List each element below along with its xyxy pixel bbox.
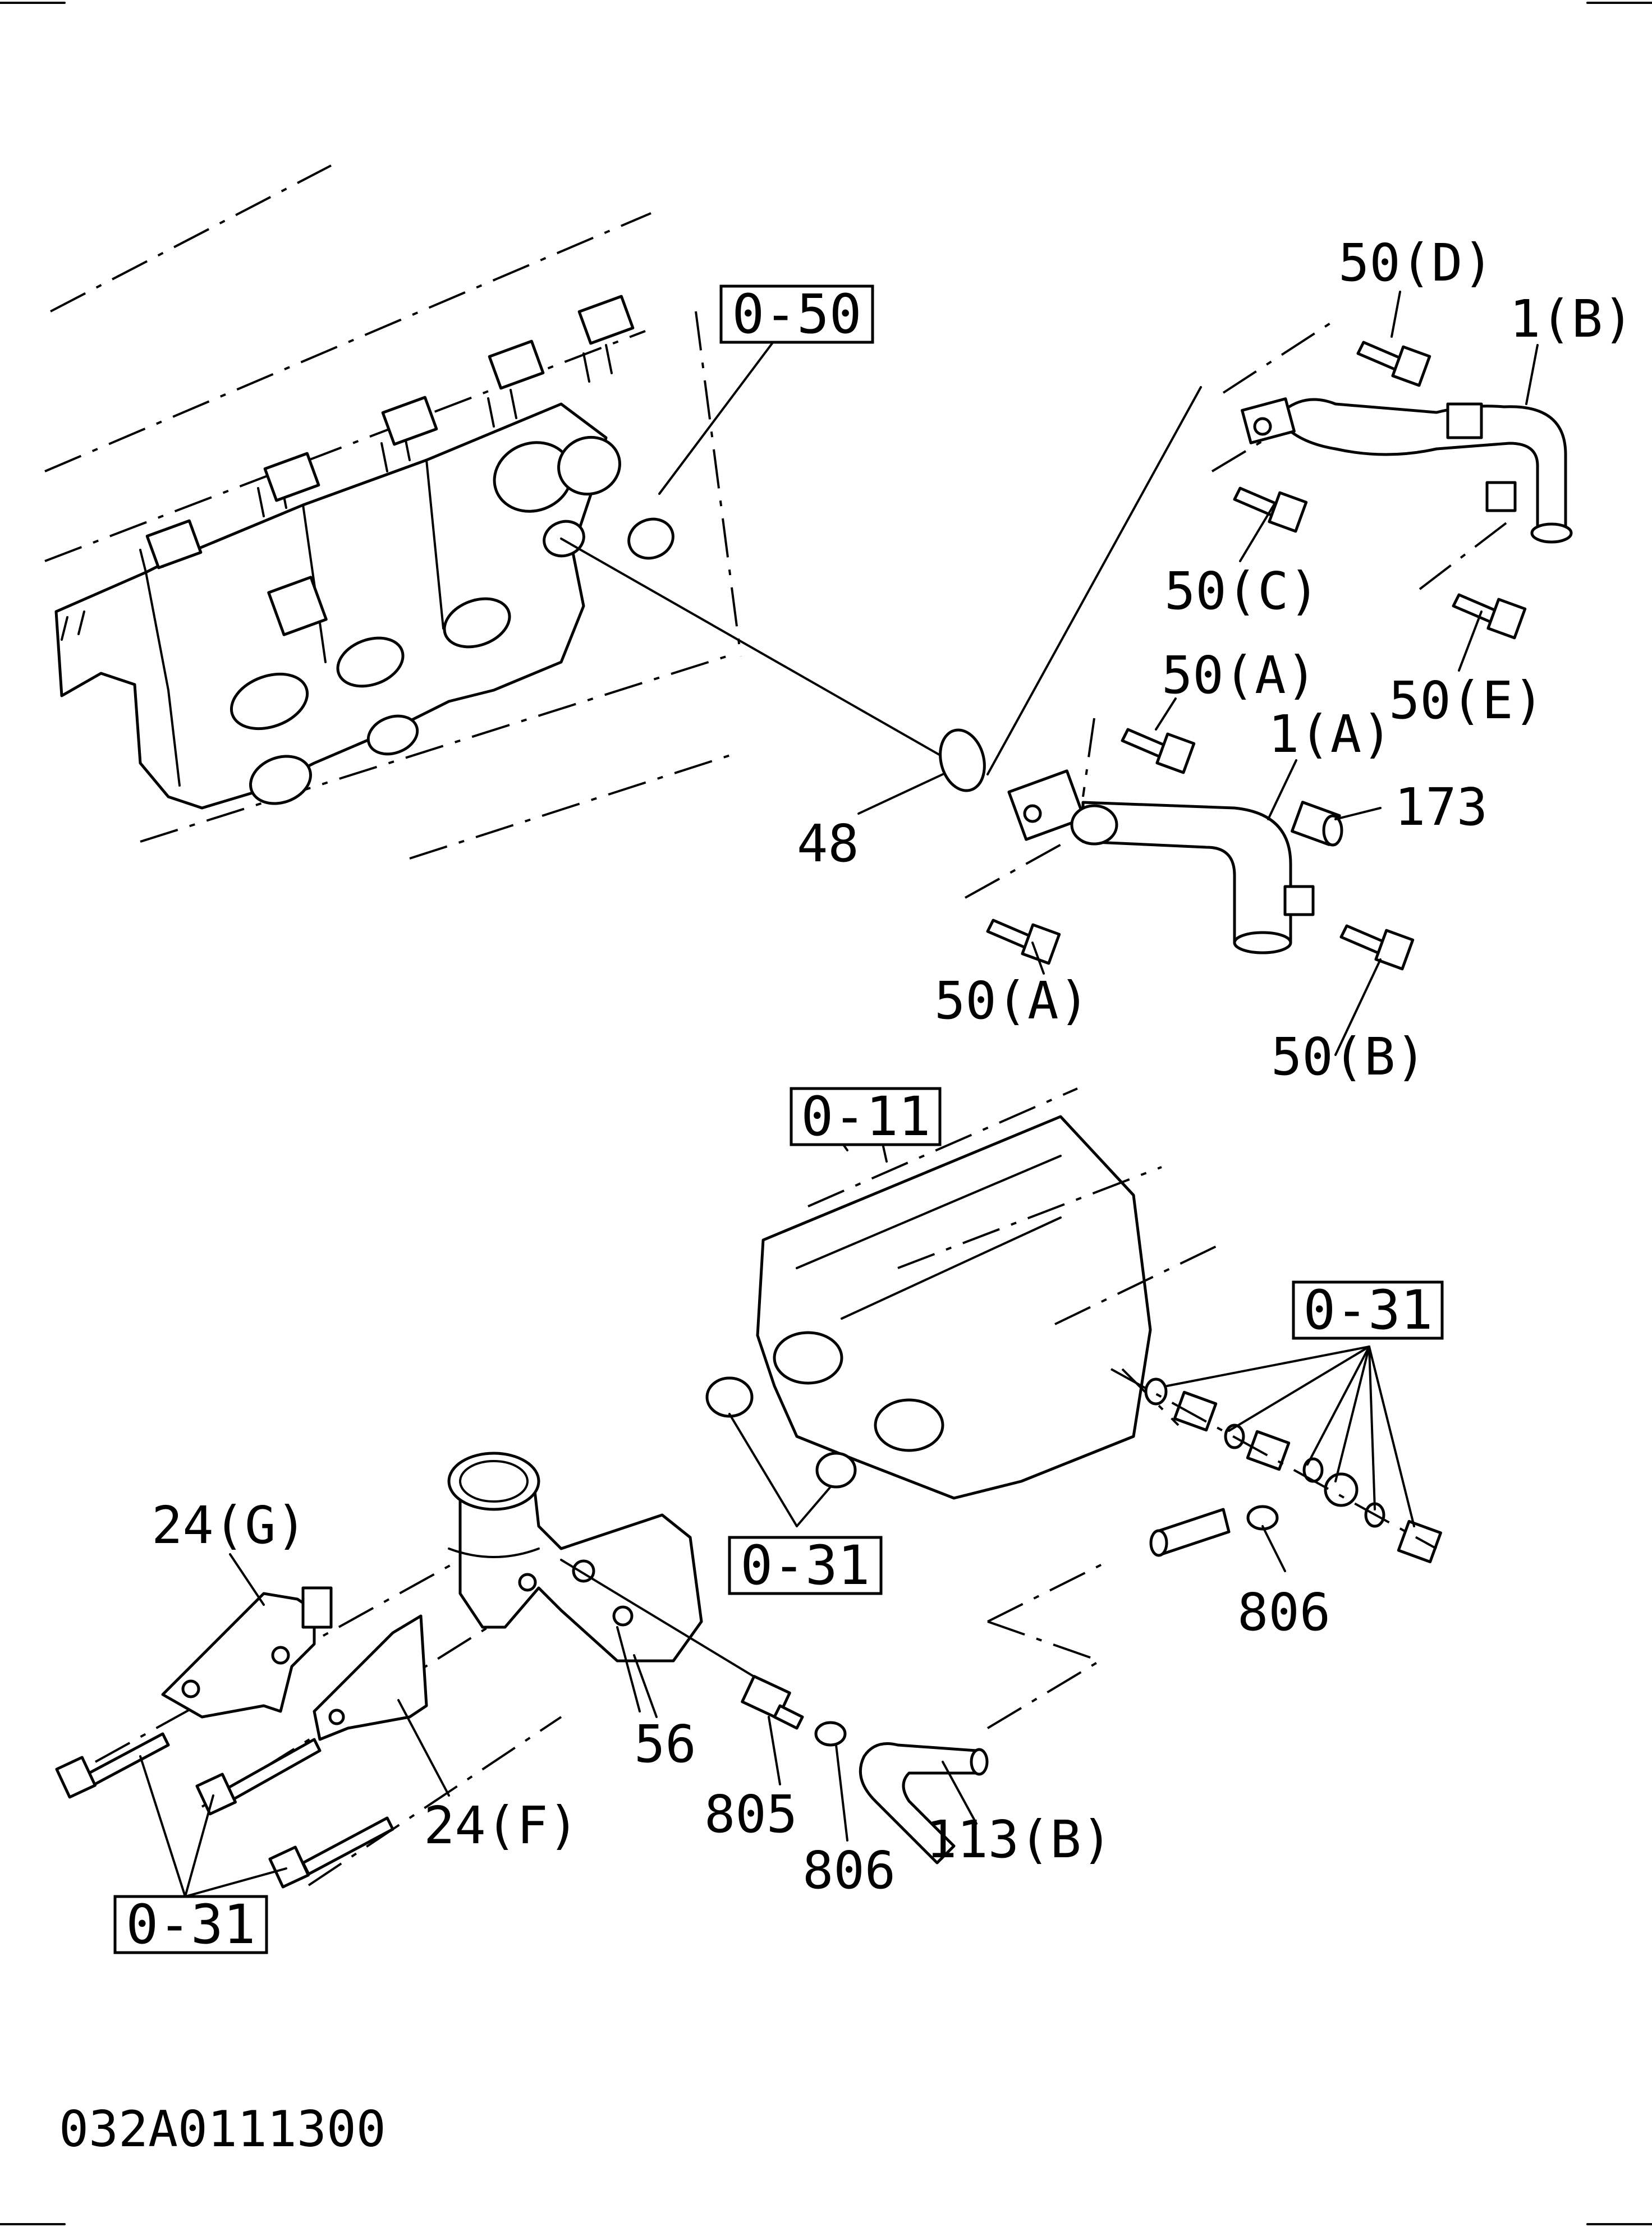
callout-1a: 1(A) (1268, 704, 1393, 764)
ref-0-31-right-label: 0-31 (1303, 1279, 1433, 1342)
plug-173 (1291, 801, 1343, 847)
pipe-1b-drawing (986, 319, 1573, 775)
manifold-studs (61, 295, 635, 641)
callout-50a-bottom: 50(A) (934, 971, 1090, 1031)
callout-24g: 24(G) (152, 1495, 307, 1555)
fittings-cluster (1110, 1346, 1442, 1564)
ref-box-0-11: 0-11 (790, 1085, 942, 1148)
bracket-24f (313, 1614, 428, 1741)
ref-box-0-50: 0-50 (719, 283, 874, 346)
callout-806-right: 806 (1237, 1582, 1330, 1642)
callout-50d: 50(D) (1338, 233, 1494, 293)
hose-upper-segment (1149, 1508, 1231, 1557)
engine-block-drawing (756, 1087, 1218, 1500)
ref-0-11-label: 0-11 (801, 1085, 930, 1148)
engine-manifold-drawing (44, 164, 955, 860)
callout-50a-top: 50(A) (1162, 645, 1317, 705)
callout-113b: 113(B) (926, 1810, 1112, 1870)
block-orings (705, 1376, 857, 1527)
callout-806-bottom: 806 (802, 1840, 896, 1900)
callout-50c: 50(C) (1164, 561, 1320, 621)
ref-box-0-31-right: 0-31 (1292, 1279, 1444, 1342)
ref-box-0-31-bottom-left: 0-31 (113, 1893, 268, 1956)
callout-50b: 50(B) (1271, 1027, 1426, 1087)
ref-0-31-bottom-left-label: 0-31 (126, 1893, 255, 1956)
bracket-bolts (55, 1732, 394, 1898)
connector-805 (741, 1675, 804, 1730)
bolt-50d (1356, 341, 1431, 387)
ref-0-50-label: 0-50 (732, 283, 861, 346)
hose-113b (859, 1559, 1112, 1865)
callout-24f: 24(F) (424, 1796, 579, 1856)
callout-50e: 50(E) (1389, 671, 1544, 731)
water-pipe-bracket-drawing (95, 1452, 775, 1886)
diagram-code: 032A0111300 (59, 2100, 386, 2158)
ref-box-0-31-center: 0-31 (728, 1534, 883, 1597)
gasket-48 (939, 728, 986, 792)
bracket-24g (161, 1586, 333, 1719)
clamp-806-right (1246, 1505, 1279, 1531)
callout-173: 173 (1394, 777, 1488, 837)
pipe-1a-drawing (965, 718, 1315, 954)
bolt-50a-bottom (986, 919, 1061, 965)
callout-56: 56 (634, 1714, 696, 1774)
clamp-806-bottom (814, 1721, 847, 1747)
bolt-50b (1339, 924, 1415, 971)
bolt-50a-top (1121, 728, 1196, 774)
callout-1b: 1(B) (1509, 289, 1634, 349)
ref-0-31-center-label: 0-31 (740, 1534, 870, 1597)
callout-805: 805 (704, 1784, 797, 1844)
bolt-50e (1452, 593, 1527, 640)
callout-48: 48 (797, 814, 859, 874)
bolt-50c (1233, 486, 1308, 533)
callout-leaders (229, 291, 1539, 1842)
